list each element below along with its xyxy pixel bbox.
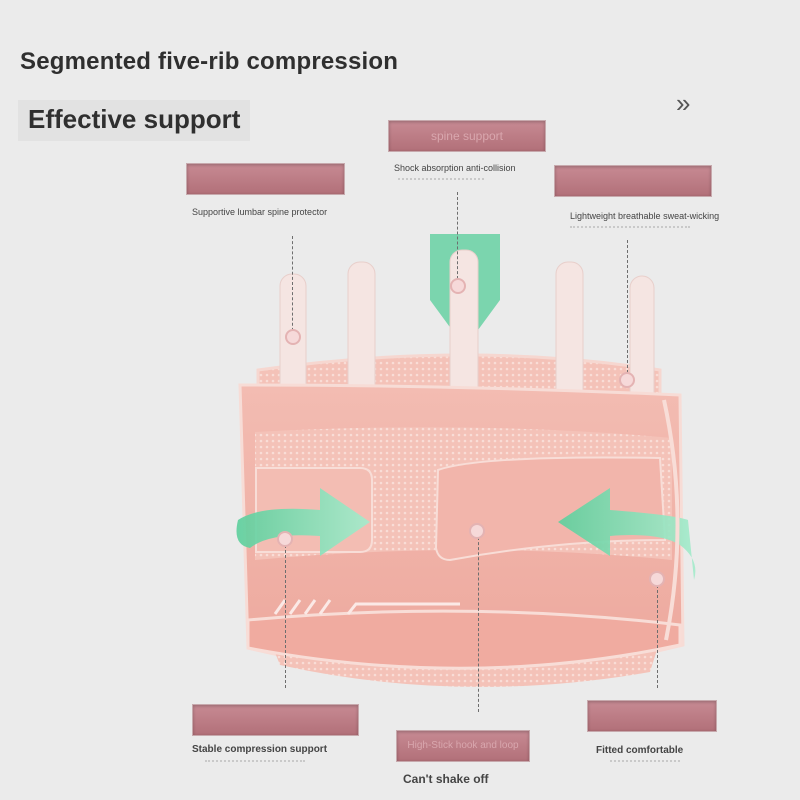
headline-primary: Segmented five-rib compression [20,48,399,75]
headline-secondary: Effective support [18,100,251,141]
caption-underline [205,760,305,766]
tag-spine-support: spine support [388,120,546,152]
marker-stable [277,531,293,547]
marker-breathable [619,372,635,388]
edge-ribbon [662,399,680,641]
leader-line-breathable [627,240,628,378]
tag-fitted [587,700,717,732]
leader-line-stable [285,540,286,688]
tag-hook-loop: High-Stick hook and loop [396,730,530,762]
caption-hook-loop: Can't shake off [403,772,489,786]
caption-stable: Stable compression support [192,744,328,755]
compression-arrows [236,488,696,580]
tag-lumbar [186,163,345,195]
caption-underline [610,760,680,766]
marker-fitted [649,571,665,587]
leader-line-lumbar [292,236,293,336]
leader-line-spine [457,192,458,284]
caption-fitted: Fitted comfortable [596,745,684,756]
caption-spine-support: Shock absorption anti-collision [394,163,516,173]
lower-mesh [270,640,660,687]
leader-line-fitted [657,580,658,688]
tag-stable [192,704,359,736]
belt-logo-mark [273,599,460,615]
bottom-flap [246,609,682,670]
marker-lumbar [285,329,301,345]
caption-underline [398,178,484,184]
caption-breathable: Lightweight breathable sweat-wicking [570,211,720,221]
marker-spine [450,278,466,294]
tag-breathable [554,165,712,197]
leader-line-hook [478,532,479,712]
double-chevron-icon: » [676,88,691,118]
caption-lumbar: Supportive lumbar spine protector [192,207,328,217]
marker-hook [469,523,485,539]
caption-underline [570,226,690,232]
